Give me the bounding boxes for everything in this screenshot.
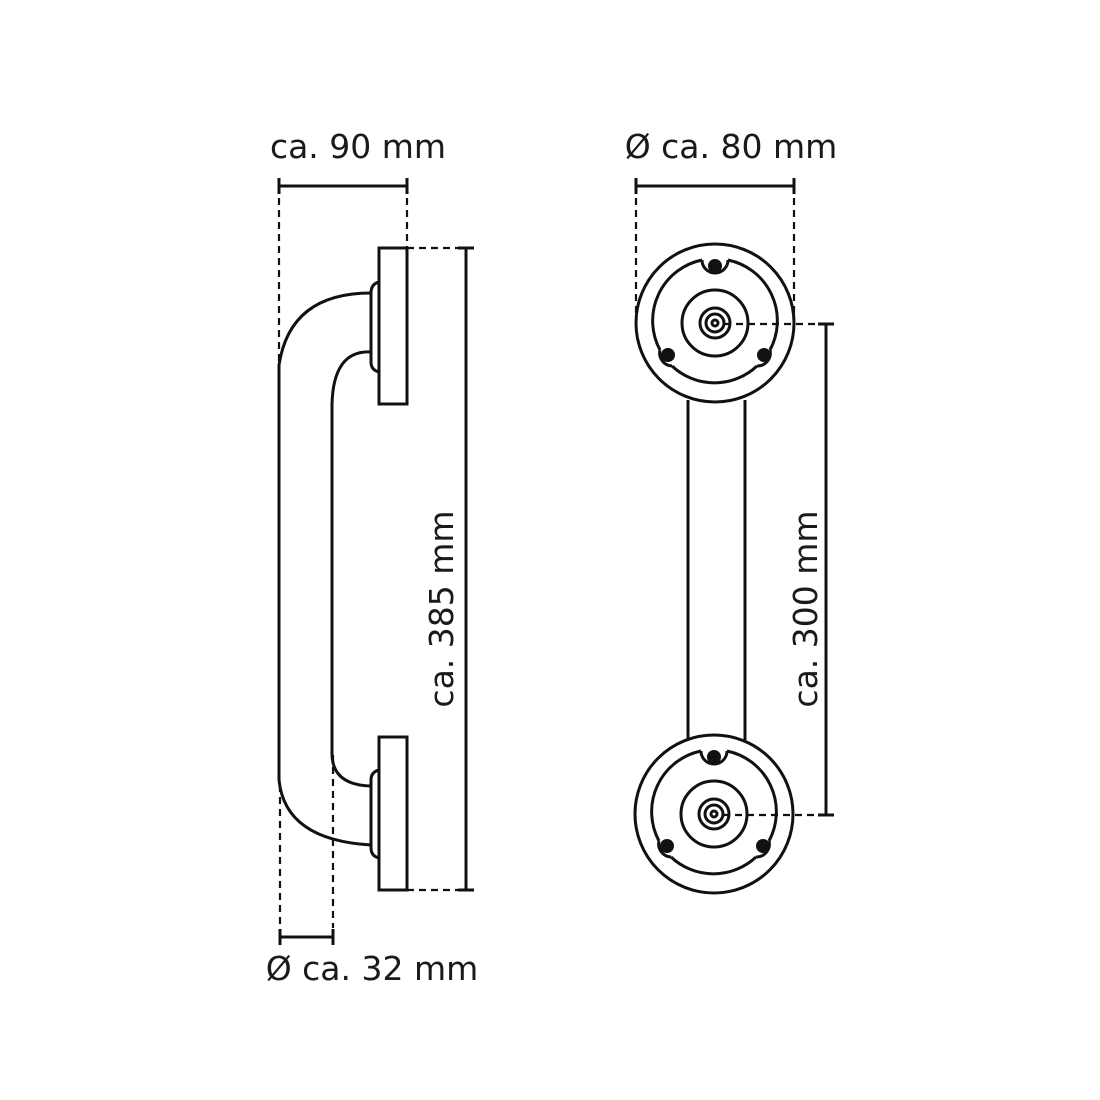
side-view bbox=[277, 246, 409, 892]
plate-diameter-dimension: Ø ca. 80 mm bbox=[625, 127, 838, 320]
bottom-wall-plate bbox=[377, 735, 409, 892]
screw-hole bbox=[708, 259, 722, 273]
tube-outer-edge bbox=[277, 291, 372, 847]
hole-distance-dimension: ca. 300 mm bbox=[723, 322, 834, 817]
top-wall-plate bbox=[377, 246, 409, 406]
top-flange bbox=[369, 280, 380, 374]
length-dimension: ca. 385 mm bbox=[407, 246, 474, 892]
bottom-rosette bbox=[633, 733, 795, 895]
top-rosette bbox=[634, 242, 796, 404]
bar-body bbox=[686, 400, 747, 740]
screw-hole bbox=[661, 348, 675, 362]
front-view bbox=[633, 242, 796, 895]
length-label: ca. 385 mm bbox=[422, 510, 461, 707]
width-label: ca. 90 mm bbox=[270, 127, 446, 166]
bottom-flange bbox=[369, 768, 380, 860]
hole-distance-label: ca. 300 mm bbox=[786, 510, 825, 707]
tube-inner-edge bbox=[330, 350, 372, 788]
screw-hole bbox=[757, 348, 771, 362]
width-dimension: ca. 90 mm bbox=[270, 127, 446, 365]
plate-diameter-label: Ø ca. 80 mm bbox=[625, 127, 838, 166]
tube-diameter-dimension: Ø ca. 32 mm bbox=[266, 755, 479, 988]
tube-diameter-label: Ø ca. 32 mm bbox=[266, 949, 479, 988]
